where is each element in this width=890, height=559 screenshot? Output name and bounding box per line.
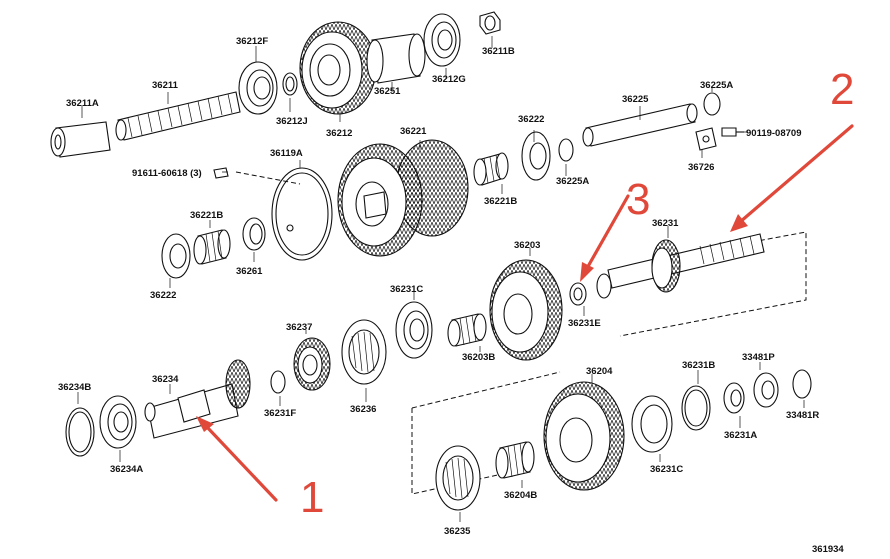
leader-lines [77, 36, 805, 522]
cover-36119A [235, 167, 333, 261]
bearing-36221B-lower [193, 229, 231, 265]
label-36211B: 36211B [482, 46, 515, 57]
bearing-36212G [423, 13, 461, 67]
gear-36212 [299, 21, 377, 115]
sleeve-36235 [435, 445, 481, 511]
ring-36212J [282, 72, 298, 96]
label-36231C-mid: 36231C [390, 284, 423, 295]
label-36221B-upper: 36221B [484, 196, 517, 207]
ring-36225A [558, 138, 574, 162]
bearing-36221B-upper [473, 152, 509, 186]
bearing-36231C-low [631, 395, 673, 453]
label-36204: 36204 [586, 366, 613, 377]
gear-36221 [337, 139, 469, 257]
label-33481R: 33481R [786, 410, 819, 421]
label-36222-upper: 36222 [518, 114, 544, 125]
callout-3-label: 3 [626, 175, 650, 224]
label-36235: 36235 [444, 526, 471, 537]
label-36231B: 36231B [682, 360, 715, 371]
shaft-36225 [582, 103, 698, 147]
label-36119A: 36119A [270, 148, 303, 159]
gear-36203 [489, 259, 563, 361]
ring-36231F [270, 370, 286, 394]
label-36222-lower: 36222 [150, 290, 176, 301]
label-90119-08709: 90119-08709 [746, 128, 801, 139]
shaft-36211 [50, 91, 241, 158]
nut-36211B [479, 11, 501, 35]
part-labels: 36212F 36212 36251 36212G 36211B 36211A … [58, 36, 819, 537]
plate-36222-upper [521, 131, 551, 181]
sleeve-36251 [366, 33, 426, 84]
label-36231A: 36231A [724, 430, 757, 441]
ring-36234B [65, 407, 95, 457]
ring-36231B [681, 385, 711, 431]
diagram-code: 361934 [812, 544, 844, 555]
bolt-90119-08709 [721, 127, 744, 137]
label-36251: 36251 [374, 86, 401, 97]
label-36203: 36203 [514, 240, 540, 251]
lower-assembly [411, 371, 561, 495]
callout-2: 2 [730, 65, 854, 232]
label-36237: 36237 [286, 322, 312, 333]
shaft-36231 [596, 231, 807, 337]
label-36225A: 36225A [556, 176, 589, 187]
shaft-36234 [144, 359, 251, 439]
label-36231E: 36231E [568, 318, 601, 329]
bearing-36231E [569, 282, 587, 306]
label-36211A: 36211A [66, 98, 99, 109]
callout-1-label: 1 [300, 473, 324, 522]
bearing-36204B [495, 441, 535, 479]
label-36231F: 36231F [264, 408, 296, 419]
label-36234: 36234 [152, 374, 179, 385]
plate-36222-lower [161, 233, 191, 279]
gear-36204 [543, 381, 625, 491]
label-36231C-low: 36231C [650, 464, 683, 475]
label-33481P: 33481P [742, 352, 775, 363]
label-36236: 36236 [350, 404, 376, 415]
collar-36261 [242, 217, 266, 251]
label-36234B: 36234B [58, 382, 91, 393]
sleeve-36236 [341, 319, 387, 385]
callout-2-label: 2 [830, 65, 854, 114]
label-36212: 36212 [326, 128, 352, 139]
plate-36726 [695, 127, 717, 151]
label-36234A: 36234A [110, 464, 143, 475]
callout-1: 1 [196, 416, 324, 522]
synchro-36237 [293, 337, 331, 391]
bearing-36212F [238, 61, 278, 115]
bolt-91611-60618 [213, 167, 229, 179]
bearing-36234A [99, 395, 137, 449]
label-36261: 36261 [236, 266, 263, 277]
ring-36225A-top [703, 92, 721, 116]
label-36225A-top: 36225A [700, 80, 733, 91]
label-36726: 36726 [688, 162, 714, 173]
label-36221B-lower: 36221B [190, 210, 223, 221]
label-36211: 36211 [152, 80, 179, 91]
label-36231: 36231 [652, 218, 679, 229]
label-36221: 36221 [400, 126, 427, 137]
collar-36231A [723, 382, 745, 414]
nut-33481P [753, 372, 779, 408]
label-36203B: 36203B [462, 352, 495, 363]
ring-33481R [792, 369, 812, 399]
label-91611-60618: 91611-60618 (3) [132, 168, 202, 179]
label-36212F: 36212F [236, 36, 268, 47]
bearing-36203B [447, 313, 487, 347]
label-36204B: 36204B [504, 490, 537, 501]
bearing-36231C-mid [395, 301, 433, 359]
callout-3: 3 [580, 175, 650, 282]
label-36225: 36225 [622, 94, 649, 105]
label-36212G: 36212G [432, 74, 466, 85]
label-36212J: 36212J [276, 116, 308, 127]
